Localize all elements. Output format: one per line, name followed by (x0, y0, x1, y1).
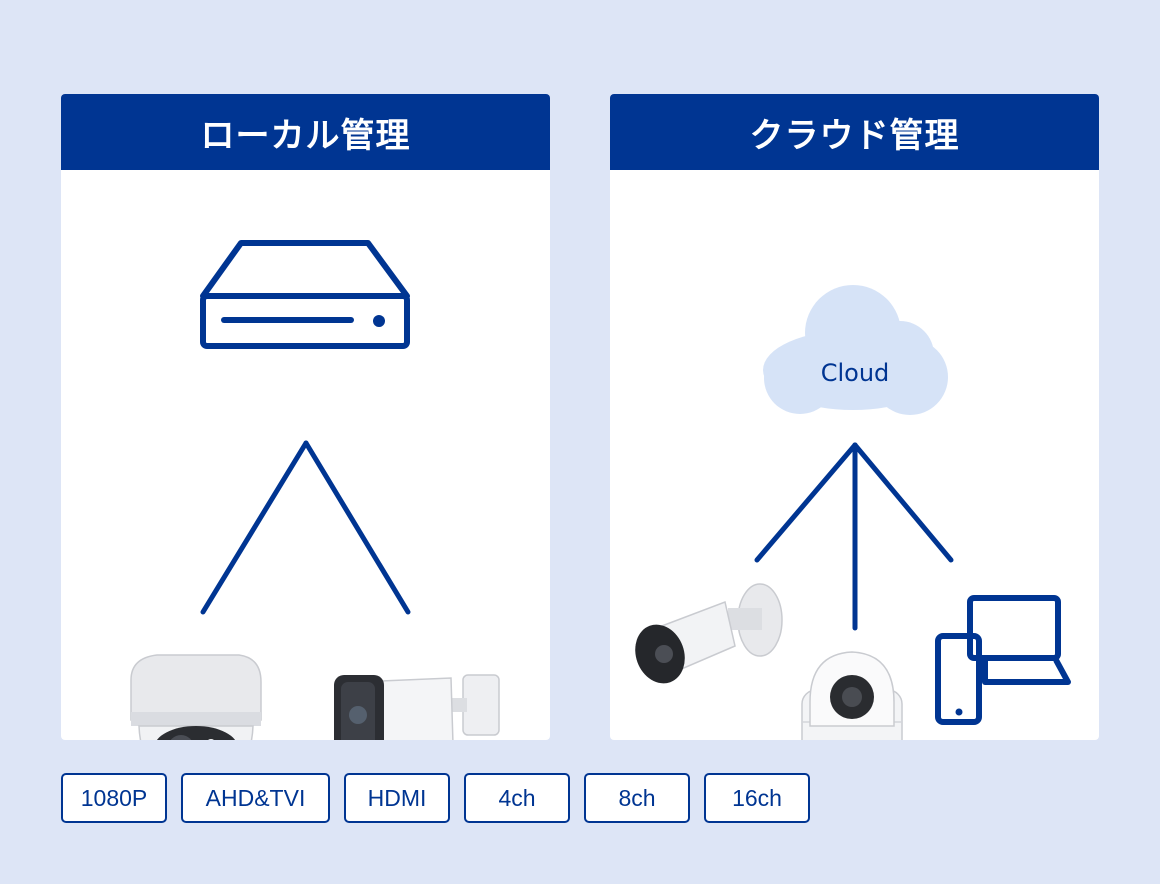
connection-lines (754, 442, 954, 631)
spec-tags: 1080P AHD&TVI HDMI 4ch 8ch 16ch (61, 773, 810, 823)
local-management-panel: ローカル管理 (61, 94, 550, 740)
connection-lines (200, 440, 411, 615)
cloud-label: Cloud (821, 359, 890, 387)
laptop-icon (967, 595, 1071, 685)
local-management-diagram (130, 240, 500, 740)
cloud-management-panel: クラウド管理 Cloud (610, 94, 1099, 740)
tag-16ch: 16ch (704, 773, 810, 823)
bullet-camera (334, 674, 500, 740)
tag-8ch: 8ch (584, 773, 690, 823)
dome-camera (130, 654, 262, 740)
recorder-icon (200, 240, 410, 349)
ptz-camera (801, 651, 903, 740)
tag-1080p: 1080P (61, 773, 167, 823)
smartphone-icon (935, 633, 982, 725)
cloud-management-title: クラウド管理 (610, 94, 1099, 170)
tag-ahd-tvi: AHD&TVI (181, 773, 330, 823)
tag-4ch: 4ch (464, 773, 570, 823)
cloud-icon (763, 285, 948, 415)
cloud-management-diagram: Cloud (635, 285, 1071, 740)
bullet-camera (635, 583, 783, 684)
local-management-title: ローカル管理 (61, 94, 550, 170)
tag-hdmi: HDMI (344, 773, 450, 823)
